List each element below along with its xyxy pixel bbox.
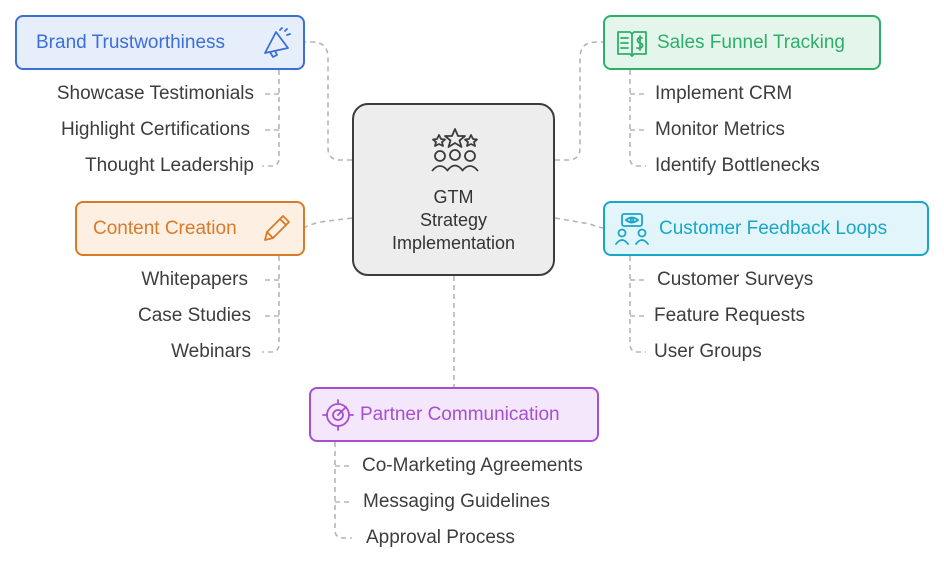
list-item: Thought Leadership	[84, 155, 254, 176]
pencil-icon	[264, 215, 290, 241]
link-feedback	[554, 217, 605, 229]
feedback-users-icon	[615, 213, 649, 245]
link-brand-items	[262, 70, 280, 167]
link-content	[304, 217, 353, 229]
topic-brand-trustworthiness[interactable]: Brand Trustworthiness	[15, 15, 305, 70]
link-brand	[305, 41, 352, 161]
link-content-items	[262, 256, 280, 353]
topic-label: Partner Communication	[360, 404, 560, 425]
topic-label: Content Creation	[93, 218, 237, 239]
center-title-line-3: Implementation	[391, 233, 516, 253]
topic-customer-feedback-loops[interactable]: Customer Feedback Loops	[603, 201, 929, 256]
target-icon	[322, 399, 354, 431]
link-feedback-items	[629, 256, 646, 353]
topic-label: Customer Feedback Loops	[659, 218, 888, 239]
list-item: Showcase Testimonials	[56, 83, 254, 104]
list-item: Approval Process	[366, 527, 515, 548]
list-item: Co-Marketing Agreements	[362, 455, 583, 476]
topic-content-creation[interactable]: Content Creation	[75, 201, 305, 256]
list-item: User Groups	[654, 341, 762, 362]
center-title-line-1: GTM	[433, 187, 474, 207]
topic-label: Brand Trustworthiness	[36, 32, 226, 53]
list-item: Identify Bottlenecks	[655, 155, 820, 176]
book-dollar-icon	[617, 31, 647, 57]
center-title-line-2: Strategy	[419, 210, 488, 230]
topic-sales-funnel-tracking[interactable]: Sales Funnel Tracking	[603, 15, 881, 70]
list-item: Whitepapers	[141, 269, 248, 290]
link-sales-items	[629, 70, 646, 167]
list-item: Customer Surveys	[657, 269, 814, 290]
topic-label: Sales Funnel Tracking	[657, 32, 845, 53]
list-item: Monitor Metrics	[655, 119, 785, 140]
list-item: Highlight Certifications	[60, 119, 250, 140]
topic-partner-communication[interactable]: Partner Communication	[309, 387, 599, 442]
list-item: Feature Requests	[654, 305, 806, 326]
people-stars-icon	[431, 128, 479, 172]
center-node[interactable]: GTM Strategy Implementation	[352, 103, 555, 276]
link-partner-items	[334, 442, 352, 539]
megaphone-icon	[264, 27, 291, 58]
list-item: Implement CRM	[655, 83, 793, 104]
list-item: Webinars	[171, 341, 251, 362]
list-item: Case Studies	[137, 305, 251, 326]
link-sales	[555, 41, 604, 161]
list-item: Messaging Guidelines	[363, 491, 550, 512]
